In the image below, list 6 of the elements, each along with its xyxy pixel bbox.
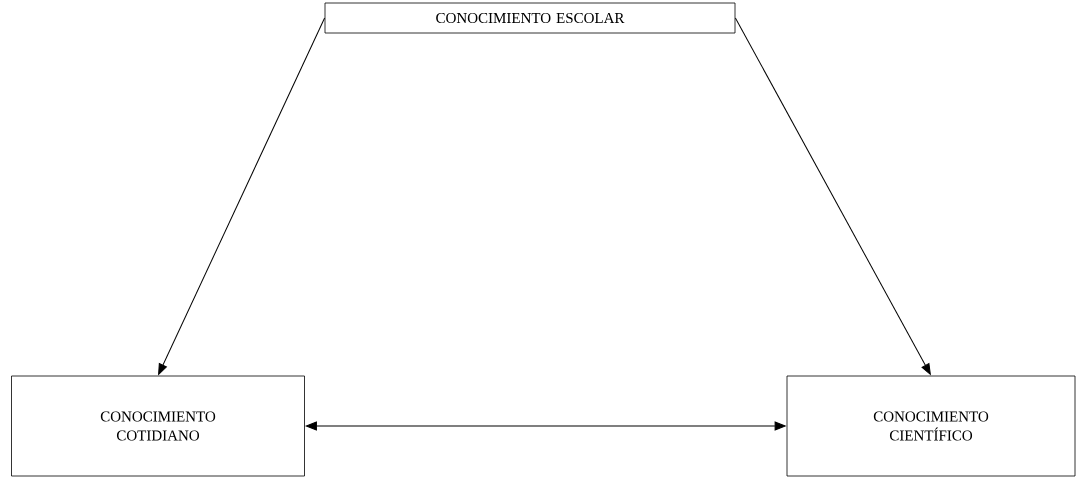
text-box: CONOCIMIENTO COTIDIANO	[11, 375, 305, 477]
arrow	[734, 17, 931, 375]
text-box: CONOCIMIENTO CIENTÍFICO	[786, 375, 1076, 477]
arrow	[158, 17, 326, 375]
arrow	[305, 421, 786, 431]
text-box: CONOCIMIENTO ESCOLAR	[324, 2, 736, 34]
